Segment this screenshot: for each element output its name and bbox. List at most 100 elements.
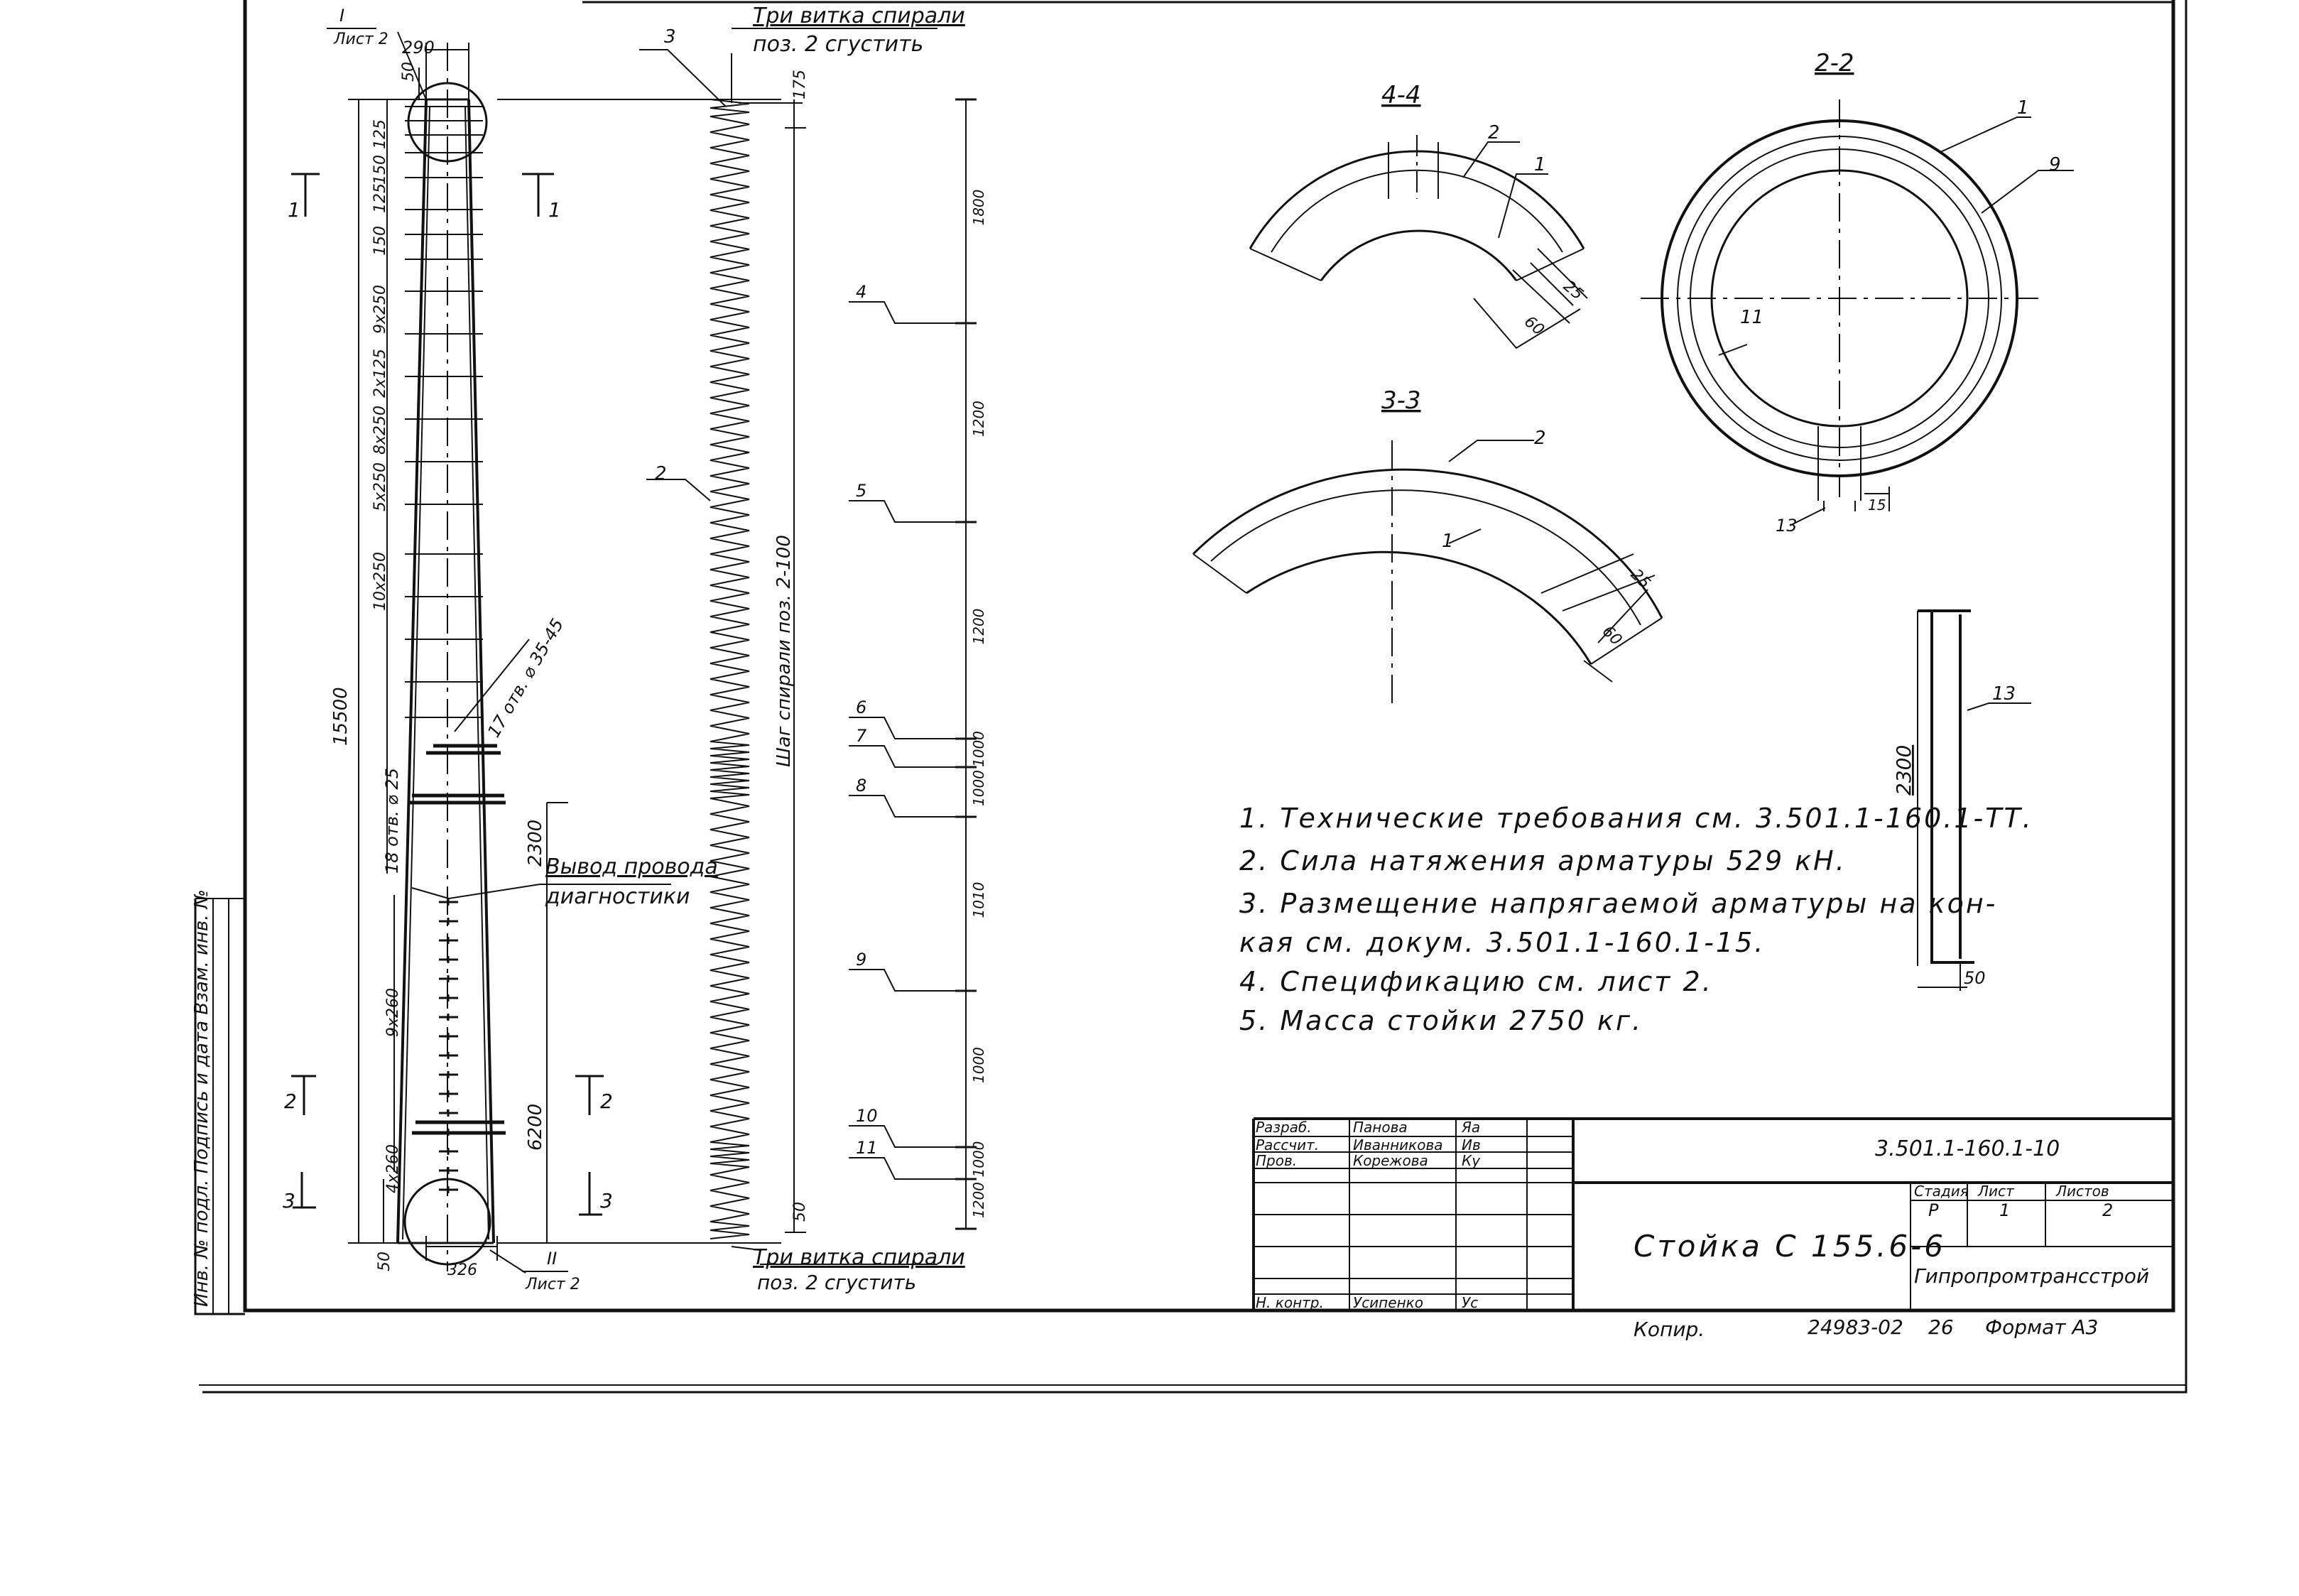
tb-sheet-label: Лист [1978, 1183, 2014, 1200]
hole-mark-lower [439, 1090, 458, 1097]
position-mark: 7 [856, 726, 867, 746]
cut-1-right: 1 [548, 198, 561, 222]
note-3b: кая см. докум. 3.501.1-160.1-15. [1239, 927, 1766, 958]
section-4-4 [1249, 135, 1588, 349]
dim-seg1: 1800 [970, 190, 987, 226]
hole-mark-lower [439, 1148, 458, 1155]
tb-sign-2: Ку [1462, 1152, 1481, 1169]
tb-sheets-label: Листов [2056, 1183, 2109, 1200]
sheet-ref-top-sheet: Лист 2 [333, 31, 388, 48]
dim-seg5: 1000 [970, 770, 987, 806]
section-2-2 [1641, 99, 2074, 526]
column-hole-marks [405, 106, 483, 1193]
position-mark: 10 [856, 1106, 878, 1126]
tb-doc-code: 3.501.1-160.1-10 [1875, 1136, 2060, 1161]
cut-3-left: 3 [283, 1189, 295, 1212]
pitch-label: 150 [371, 155, 389, 185]
spiral-top-note-line2: поз. 2 сгустить [753, 32, 923, 57]
pitch-label: 125 [371, 119, 389, 149]
tb-stage-label: Стадия [1914, 1183, 1969, 1200]
cut-1-left: 1 [288, 198, 300, 222]
sec44-dim-60: 60 [1521, 313, 1548, 339]
sec22-mark-13: 13 [1776, 516, 1798, 536]
section-cut-marks [291, 173, 604, 1216]
cut-2-right: 2 [600, 1090, 613, 1113]
pitch-label: 2x125 [371, 349, 389, 398]
position-mark: 5 [856, 481, 866, 501]
hole-note-label: 17 отв. ⌀ 35-45 [484, 615, 567, 741]
dim-bottom-offset: 50 [376, 1252, 393, 1271]
position-mark: 4 [856, 282, 866, 302]
hole-mark-lower [439, 1167, 458, 1174]
hole-note-lower: 18 отв. ⌀ 25 [382, 768, 402, 874]
segment-dim-chain: 1800120012001000100010101000100012004567… [849, 98, 987, 1230]
dim-overall-length: 15500 [330, 687, 352, 746]
pitch-label: 9x250 [371, 285, 389, 334]
hole-mark-lower [439, 1033, 458, 1040]
hole-mark-lower [439, 1109, 458, 1117]
tb-sign-1: Ив [1462, 1136, 1481, 1153]
tb-sheet: 1 [1999, 1200, 2011, 1220]
sheet-frame [194, 0, 2187, 1394]
hole-mark-lower [439, 994, 458, 1001]
hole-mark-lower [439, 899, 458, 906]
hole-mark-lower [439, 1071, 458, 1078]
section-3-3-title: 3-3 [1381, 386, 1421, 415]
spiral-top-note-line1: Три витка спирали [753, 4, 965, 28]
sec22-dim-15: 15 [1868, 496, 1886, 514]
tb-organization: Гипропромтрансстрой [1914, 1264, 2150, 1288]
tb-name-2: Корежова [1353, 1152, 1428, 1169]
tb-drawing-title: Стойка С 155.6-6 [1634, 1229, 1947, 1264]
hole-mark-lower [439, 918, 458, 925]
pitch-label: 10x250 [371, 552, 389, 611]
hole-mark-lower [439, 1186, 458, 1193]
hole-mark-lower [439, 1052, 458, 1059]
pitch-label: 150 [371, 226, 389, 256]
position-mark: 8 [856, 776, 866, 796]
tb-sign-3: Ус [1462, 1294, 1479, 1311]
position-mark: 6 [856, 697, 866, 717]
note-1: 1. Технические требования см. 3.501.1-16… [1239, 803, 2033, 834]
cut-2-left: 2 [284, 1090, 297, 1113]
dim-seg6: 1010 [970, 882, 987, 918]
section-4-4-title: 4-4 [1381, 81, 1421, 109]
diag-wire-line2: диагностики [545, 884, 690, 909]
pitch-label: 8x250 [371, 406, 389, 455]
tb-sheets: 2 [2102, 1200, 2114, 1220]
pitch-labels: 1251501251509x2502x1258x2505x25010x2509x… [371, 119, 402, 1193]
pitch-label: 125 [371, 183, 389, 213]
dim-spiral-bottom: 50 [791, 1202, 809, 1222]
tb-name-0: Панова [1353, 1119, 1408, 1136]
diag-wire-line1: Вывод провода [545, 854, 718, 879]
hole-mark-lower [439, 937, 458, 944]
section-2-2-title: 2-2 [1815, 49, 1854, 77]
tb-sign-0: Яа [1462, 1119, 1481, 1136]
bar-13-dim-50: 50 [1964, 968, 1986, 988]
note-5: 5. Масса стойки 2750 кг. [1239, 1005, 1643, 1036]
footer-page: 26 [1928, 1315, 1954, 1339]
dim-bottom-width: 326 [447, 1261, 477, 1279]
note-4: 4. Спецификацию см. лист 2. [1239, 966, 1713, 997]
sheet-ref-bottom-mark: II [547, 1249, 557, 1269]
side-stamp: Инв. № подл. Подпись и дата Взам. инв. № [191, 889, 212, 1307]
bar-13 [1917, 609, 2031, 991]
dim-spiral-top: 175 [791, 70, 809, 99]
footer-number: 24983-02 [1808, 1315, 1903, 1339]
footer-format: Формат А3 [1985, 1315, 2099, 1339]
dim-seg7: 1000 [970, 1047, 987, 1083]
pitch-label: 5x250 [371, 462, 389, 511]
dim-mid-2300: 2300 [525, 820, 546, 867]
tb-name-1: Иванникова [1353, 1136, 1443, 1153]
dim-seg8: 1000 [970, 1141, 987, 1178]
dim-seg4: 1000 [970, 731, 987, 767]
tb-name-3: Усипенко [1353, 1294, 1423, 1311]
bar-13-dim-2300: 2300 [1892, 745, 1915, 796]
footer-copied: Копир. [1634, 1318, 1705, 1341]
title-block [1252, 1117, 2173, 1310]
hole-mark-lower [439, 956, 458, 963]
hole-mark-lower [439, 1129, 458, 1136]
spiral-reinforcement [639, 28, 937, 1265]
sec22-mark-9: 11 [1740, 307, 1763, 328]
tb-stage: Р [1928, 1200, 1939, 1220]
dim-seg9: 1200 [970, 1182, 987, 1218]
